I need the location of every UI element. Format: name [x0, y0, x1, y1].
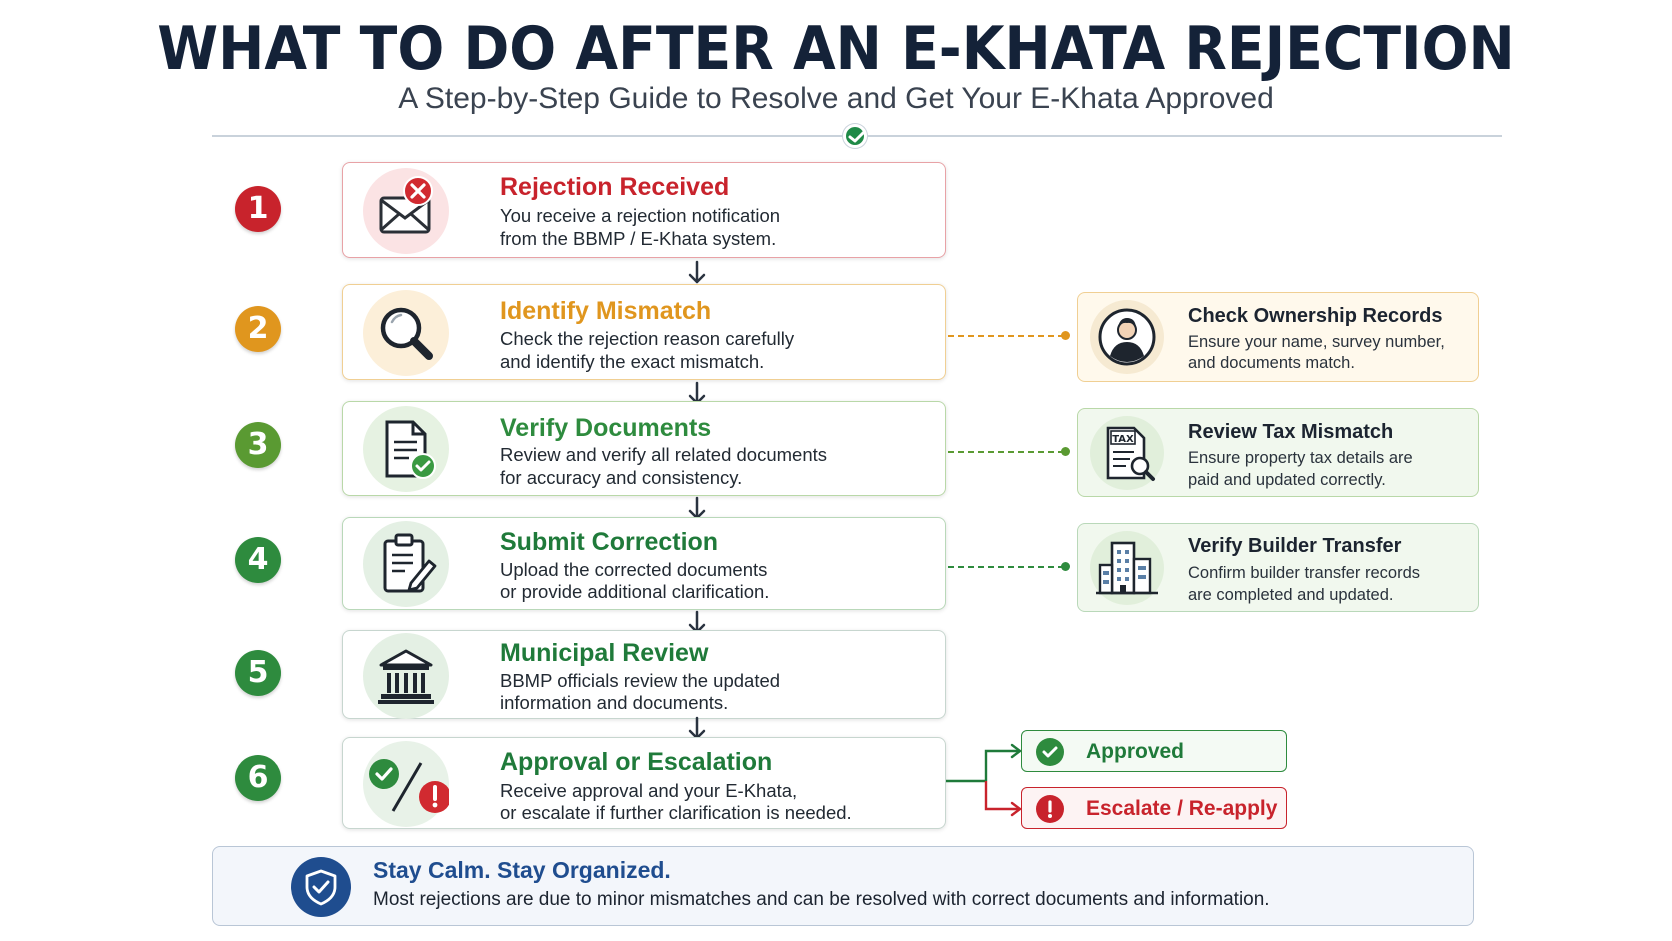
outcome-label: Approved [1086, 740, 1185, 763]
tax-label: TAX [1112, 434, 1134, 445]
step-number-5: 5 [235, 650, 281, 696]
connector-step2-ownership [948, 331, 1070, 340]
side-desc-line2: paid and updated correctly. [1188, 471, 1386, 489]
step-title: Approval or Escalation [500, 748, 773, 776]
tax-document-icon: TAX [1090, 416, 1164, 490]
step-number-1: 1 [235, 186, 281, 232]
step-title: Municipal Review [500, 639, 709, 667]
step-desc-line2: from the BBMP / E-Khata system. [500, 228, 777, 249]
person-icon [1090, 300, 1164, 374]
step-desc-line1: Check the rejection reason carefully [500, 328, 795, 349]
step-card-municipal-review: Municipal Review BBMP officials review t… [342, 630, 946, 719]
page-title: WHAT TO DO AFTER AN E-KHATA REJECTION [157, 14, 1515, 84]
outcome-escalate: Escalate / Re-apply [1021, 787, 1287, 829]
side-card-check-ownership: Check Ownership Records Ensure your name… [1077, 292, 1479, 382]
step-number-3: 3 [235, 422, 281, 468]
side-desc-line1: Ensure property tax details are [1188, 449, 1413, 467]
side-desc-line2: are completed and updated. [1188, 586, 1394, 604]
down-arrow-icon [688, 260, 706, 284]
step-number-4: 4 [235, 537, 281, 583]
step-card-submit-correction: Submit Correction Upload the corrected d… [342, 517, 946, 610]
side-title: Verify Builder Transfer [1188, 535, 1402, 557]
step-desc-line2: or provide additional clarification. [500, 581, 770, 602]
step-desc-line2: and identify the exact mismatch. [500, 351, 765, 372]
step-desc-line2: information and documents. [500, 692, 729, 713]
document-check-icon [363, 406, 449, 492]
connector-step4-builder [948, 562, 1070, 571]
step-desc-line1: Upload the corrected documents [500, 559, 768, 580]
magnifier-icon [363, 290, 449, 376]
step-number-2: 2 [235, 306, 281, 352]
side-card-review-tax: TAX Review Tax Mismatch Ensure property … [1077, 408, 1479, 497]
check-or-alert-icon [363, 741, 449, 827]
outcome-branch-connector [946, 743, 1022, 817]
side-title: Check Ownership Records [1188, 305, 1443, 327]
outcome-approved: Approved [1021, 730, 1287, 772]
side-desc-line2: and documents match. [1188, 354, 1355, 372]
building-icon [1090, 531, 1164, 605]
shield-check-icon [291, 857, 351, 917]
step-title: Identify Mismatch [500, 297, 712, 325]
page-subtitle: A Step-by-Step Guide to Resolve and Get … [398, 82, 1274, 115]
divider-check-icon [843, 124, 867, 148]
step-card-identify-mismatch: Identify Mismatch Check the rejection re… [342, 284, 946, 380]
step-desc-line1: Review and verify all related documents [500, 444, 827, 465]
step-title: Rejection Received [500, 173, 730, 201]
step-card-approval-or-escalation: Approval or Escalation Receive approval … [342, 737, 946, 829]
clipboard-pen-icon [363, 521, 449, 607]
connector-step3-tax [948, 447, 1070, 456]
step-desc-line1: BBMP officials review the updated [500, 670, 781, 691]
check-circle-icon [1036, 738, 1064, 766]
step-desc-line2: for accuracy and consistency. [500, 467, 743, 488]
side-title: Review Tax Mismatch [1188, 421, 1394, 443]
footer-tip: Stay Calm. Stay Organized. Most rejectio… [212, 846, 1474, 926]
footer-text: Most rejections are due to minor mismatc… [373, 889, 1270, 910]
government-building-icon [363, 633, 449, 719]
side-card-verify-builder: Verify Builder Transfer Confirm builder … [1077, 523, 1479, 612]
envelope-reject-icon [363, 168, 449, 254]
step-title: Verify Documents [500, 414, 712, 442]
step-card-verify-documents: Verify Documents Review and verify all r… [342, 401, 946, 496]
outcome-label: Escalate / Re-apply [1086, 797, 1278, 820]
step-title: Submit Correction [500, 528, 719, 556]
side-desc-line1: Confirm builder transfer records [1188, 564, 1420, 582]
step-desc-line1: Receive approval and your E-Khata, [500, 780, 798, 801]
footer-title: Stay Calm. Stay Organized. [373, 857, 671, 883]
side-desc-line1: Ensure your name, survey number, [1188, 333, 1445, 351]
step-desc-line1: You receive a rejection notification [500, 205, 781, 226]
step-number-6: 6 [235, 755, 281, 801]
step-card-rejection-received: Rejection Received You receive a rejecti… [342, 162, 946, 258]
alert-circle-icon [1036, 795, 1064, 823]
step-desc-line2: or escalate if further clarification is … [500, 802, 852, 823]
